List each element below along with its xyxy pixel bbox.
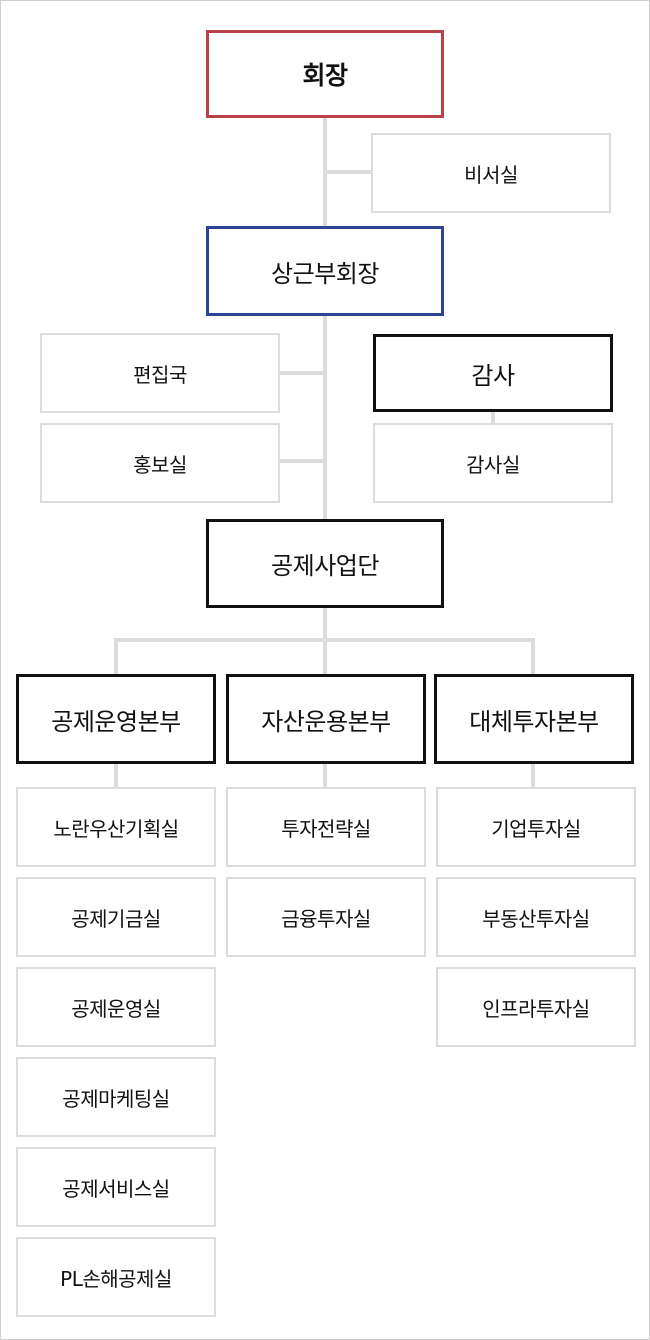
office-label: 공제기금실 [71,906,161,931]
chairman-box: 회장 [206,30,444,118]
office-label: 부동산투자실 [482,906,590,931]
office-box: 부동산투자실 [436,877,636,957]
office-box: 공제기금실 [16,877,216,957]
office-box: 공제마케팅실 [16,1057,216,1137]
office-box: 투자전략실 [226,787,426,867]
headquarters-label: 공제운영본부 [51,707,181,736]
pr-box: 홍보실 [40,423,280,503]
mutual-aid-division-label: 공제사업단 [271,552,379,580]
office-label: 공제서비스실 [62,1176,170,1201]
audit-box: 감사 [373,334,613,412]
connector-line [279,371,325,375]
office-label: PL손해공제실 [60,1266,172,1291]
office-box: 기업투자실 [436,787,636,867]
office-box: 인프라투자실 [436,967,636,1047]
office-box: PL손해공제실 [16,1237,216,1317]
vice-chairman-box: 상근부회장 [206,226,444,316]
mutual-aid-division-box: 공제사업단 [206,519,444,608]
secretariat-box: 비서실 [371,133,611,213]
connector-line [323,763,327,788]
office-label: 공제마케팅실 [62,1086,170,1111]
chairman-label: 회장 [302,61,348,90]
office-box: 공제서비스실 [16,1147,216,1227]
editorial-label: 편집국 [133,362,187,387]
headquarters-label: 자산운용본부 [261,707,391,736]
office-label: 기업투자실 [491,816,581,841]
connector-line [323,315,327,520]
office-box: 금융투자실 [226,877,426,957]
audit-office-box: 감사실 [373,423,613,503]
connector-line [531,763,535,788]
office-label: 투자전략실 [281,816,371,841]
office-box: 공제운영실 [16,967,216,1047]
headquarters-label: 대체투자본부 [469,707,599,736]
pr-label: 홍보실 [133,452,187,477]
connector-line [279,459,325,463]
office-label: 공제운영실 [71,996,161,1021]
office-label: 노란우산기획실 [53,816,179,841]
office-box: 노란우산기획실 [16,787,216,867]
connector-line [114,763,118,788]
vice-chairman-label: 상근부회장 [271,259,379,288]
connector-line [531,638,535,675]
connector-line [114,638,118,675]
connector-line [325,170,372,174]
headquarters-box: 자산운용본부 [226,674,426,764]
editorial-box: 편집국 [40,333,280,413]
secretariat-label: 비서실 [464,162,518,187]
headquarters-box: 대체투자본부 [434,674,634,764]
office-label: 인프라투자실 [482,996,590,1021]
connector-line [114,638,535,642]
headquarters-box: 공제운영본부 [16,674,216,764]
audit-office-label: 감사실 [466,452,520,477]
audit-label: 감사 [471,361,515,390]
office-label: 금융투자실 [281,906,371,931]
connector-line [491,411,495,424]
